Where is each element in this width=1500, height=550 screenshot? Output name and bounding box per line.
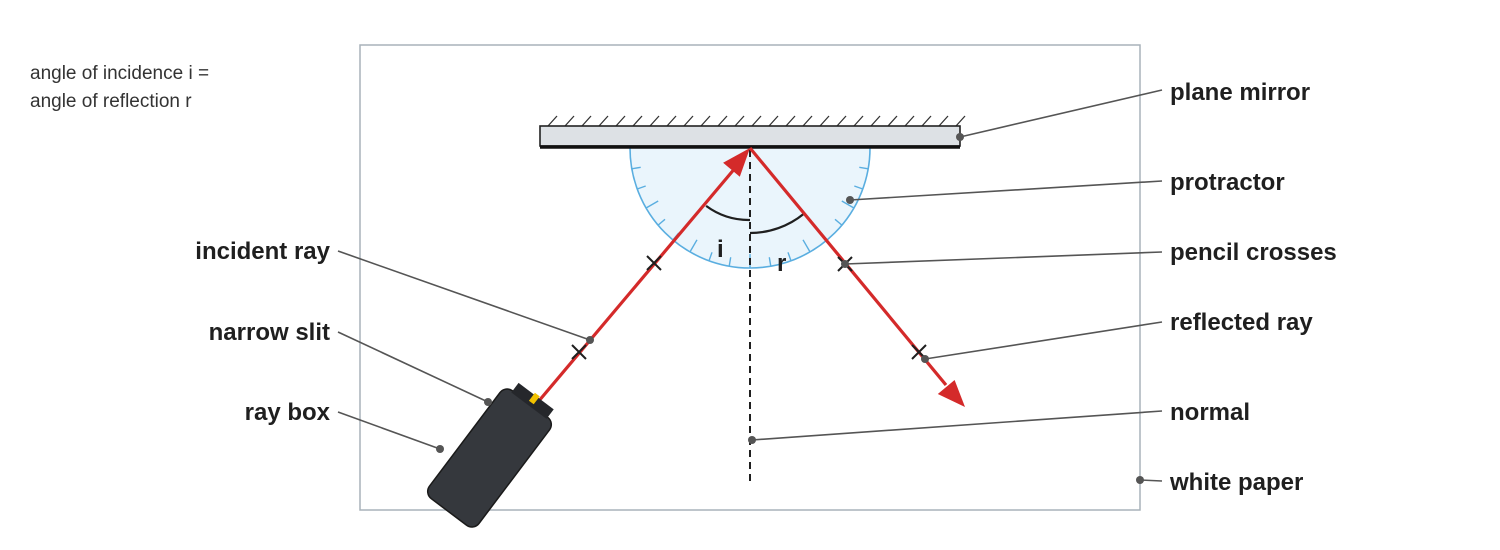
mirror-glass	[539, 125, 961, 147]
leader-dot	[748, 436, 756, 444]
mirror-hatch-line	[598, 115, 609, 127]
leader-narrow-slit	[337, 331, 489, 403]
leader-dot	[484, 398, 492, 406]
protractor-tick	[636, 185, 646, 190]
label-plane-mirror: plane mirror	[1170, 79, 1310, 106]
label-narrow-slit: narrow slit	[209, 319, 330, 346]
incident-ray	[536, 165, 738, 404]
mirror-hatch-line	[564, 115, 575, 127]
leader-reflected-ray	[924, 321, 1163, 360]
mirror-hatch-line	[904, 115, 915, 127]
protractor-tick	[787, 252, 792, 262]
protractor-tick	[657, 218, 666, 226]
angle-i-label: i	[717, 236, 724, 263]
leader-dot	[956, 133, 964, 141]
mirror-hatch-line	[887, 115, 898, 127]
protractor	[629, 148, 871, 269]
leader-protractor	[849, 180, 1163, 201]
mirror-hatch-line	[768, 115, 779, 127]
leader-dots	[436, 133, 1144, 484]
mirror-hatch-line	[615, 115, 626, 127]
mirror-hatch-line	[819, 115, 830, 127]
mirror-hatch-line	[547, 115, 558, 127]
label-normal: normal	[1170, 399, 1250, 426]
label-white-paper: white paper	[1169, 469, 1303, 496]
mirror-hatch-line	[632, 115, 643, 127]
leader-incident-ray	[337, 250, 591, 341]
label-protractor: protractor	[1170, 169, 1285, 196]
pencil-cross	[646, 255, 662, 271]
angle-rule-line-1: angle of incidence i =	[30, 63, 210, 84]
angle-r-label: r	[777, 250, 786, 277]
mirror-hatch-line	[700, 115, 711, 127]
leader-dot	[436, 445, 444, 453]
ray-box	[426, 382, 554, 528]
mirror-hatch-line	[683, 115, 694, 127]
mirror-hatch-line	[921, 115, 932, 127]
mirror-hatch-line	[717, 115, 728, 127]
leader-dot	[846, 196, 854, 204]
label-ray-box: ray box	[245, 399, 331, 426]
protractor-tick	[802, 239, 811, 253]
protractor-tick	[728, 257, 732, 267]
leader-normal	[751, 410, 1163, 441]
reflection-angle-arc	[749, 213, 805, 235]
leader-dot	[841, 260, 849, 268]
mirror-hatch-line	[666, 115, 677, 127]
leader-pencil-crosses	[844, 251, 1163, 265]
narrow-slit	[528, 392, 540, 405]
incident-ray-arrowhead	[723, 148, 750, 177]
label-reflected-ray: reflected ray	[1170, 309, 1313, 336]
angle-rule-note: angle of incidence i = angle of reflecti…	[30, 60, 209, 116]
leader-lines	[337, 89, 1163, 482]
protractor-tick	[689, 239, 698, 253]
protractor-tick	[834, 218, 843, 226]
mirror-hatching	[547, 115, 966, 127]
protractor-tick	[631, 166, 641, 170]
protractor-tick	[708, 252, 713, 262]
protractor-tick	[841, 200, 855, 209]
mirror-hatch-line	[649, 115, 660, 127]
leader-dot	[921, 355, 929, 363]
mirror-hatch-line	[751, 115, 762, 127]
mirror-hatch-line	[955, 115, 966, 127]
leader-dot	[1136, 476, 1144, 484]
mirror-hatch-line	[938, 115, 949, 127]
mirror-hatch-line	[836, 115, 847, 127]
protractor-tick	[859, 166, 869, 170]
mirror-hatch-line	[581, 115, 592, 127]
mirror-hatch-line	[870, 115, 881, 127]
label-incident-ray: incident ray	[195, 238, 330, 265]
angle-rule-line-2: angle of reflection r	[30, 91, 192, 112]
mirror-hatch-line	[734, 115, 745, 127]
mirror-hatch-line	[802, 115, 813, 127]
protractor-tick	[854, 185, 864, 190]
reflected-ray-arrowhead	[937, 380, 965, 407]
protractor-tick	[768, 257, 772, 267]
protractor-tick	[645, 200, 659, 209]
mirror-hatch-line	[785, 115, 796, 127]
mirror-hatch-line	[853, 115, 864, 127]
leader-plane-mirror	[959, 89, 1163, 138]
pencil-cross	[571, 344, 587, 360]
label-pencil-crosses: pencil crosses	[1170, 239, 1337, 266]
leader-ray-box	[337, 411, 441, 450]
leader-dot	[586, 336, 594, 344]
incidence-angle-arc	[705, 205, 751, 222]
